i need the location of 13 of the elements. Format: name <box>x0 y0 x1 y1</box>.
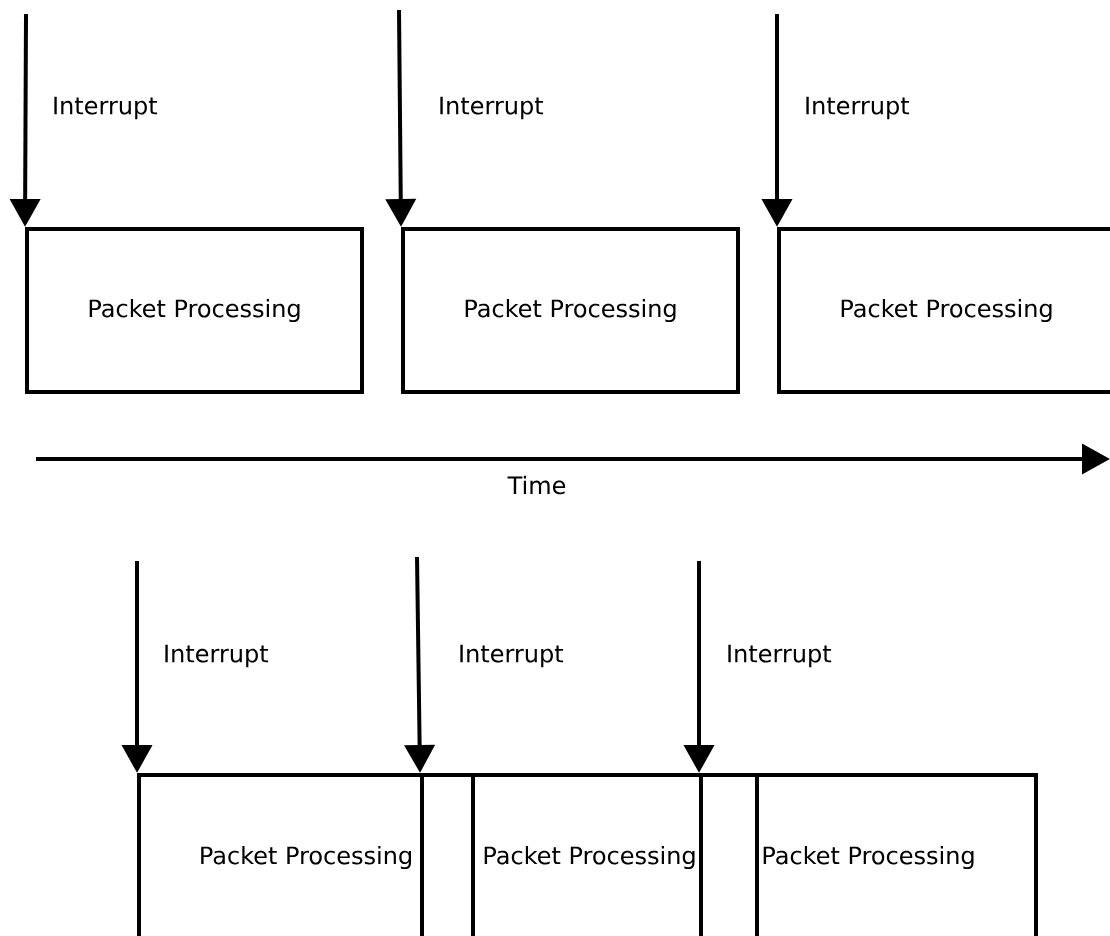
edge-label: Interrupt <box>806 96 910 120</box>
edge-label: Interrupt <box>460 644 564 668</box>
edge-label: Interrupt <box>728 644 832 668</box>
process-box: Packet Processing <box>777 227 1110 394</box>
process-box: Packet Processing <box>137 773 475 936</box>
axis-label: Time <box>507 475 566 495</box>
process-box: Packet Processing <box>401 227 740 394</box>
process-box: Packet Processing <box>25 227 364 394</box>
edge-label: Interrupt <box>54 96 158 120</box>
process-box: Packet Processing <box>420 773 759 936</box>
edge-label: Interrupt <box>440 96 544 120</box>
edge-label: Interrupt <box>165 644 269 668</box>
process-box: Packet Processing <box>699 773 1038 936</box>
